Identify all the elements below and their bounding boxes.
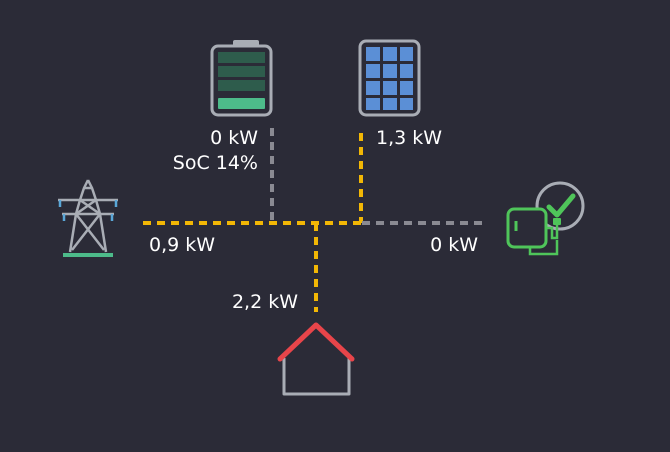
battery-soc-label: SoC 14% <box>172 152 258 174</box>
home-icon[interactable] <box>277 322 355 396</box>
ev-charger-icon[interactable] <box>506 181 585 256</box>
battery-level-bar <box>218 98 265 109</box>
battery-power-label: 0 kW <box>210 127 258 149</box>
solar-panel-icon[interactable] <box>358 39 421 117</box>
battery-icon[interactable] <box>210 40 273 117</box>
grid-power-label: 0,9 kW <box>149 234 216 256</box>
charger-power-label: 0 kW <box>430 234 478 256</box>
home-power-label: 2,2 kW <box>231 291 298 313</box>
power-grid-icon[interactable] <box>58 179 118 257</box>
solar-power-label: 1,3 kW <box>376 127 443 149</box>
